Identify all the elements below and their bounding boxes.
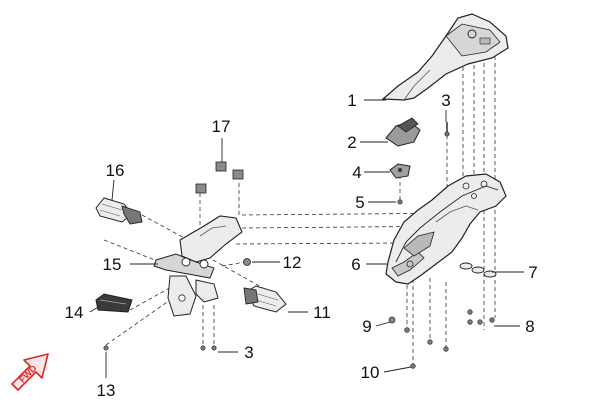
screw-parts-10: [410, 339, 449, 369]
callout-15: 15: [103, 255, 122, 274]
callout-numbers: 1 3 2 4 5 6 7 8 9 10 11 12 13 14 15 16 1…: [65, 91, 538, 400]
callout-3-bottom: 3: [244, 343, 253, 362]
callout-2: 2: [347, 133, 356, 152]
callout-14: 14: [65, 303, 84, 322]
fwd-arrow-icon: FWD: [11, 353, 49, 391]
indicator-part-11: [243, 285, 287, 313]
callout-9: 9: [362, 317, 371, 336]
small-bracket-part: [389, 163, 411, 179]
callout-16: 16: [106, 161, 125, 180]
nut-part-9: [388, 316, 410, 333]
callout-5: 5: [355, 193, 364, 212]
callout-4: 4: [352, 163, 361, 182]
rear-fender-part: [381, 13, 509, 101]
indicator-part-16: [95, 197, 143, 225]
callout-13: 13: [97, 381, 116, 400]
callout-6: 6: [351, 255, 360, 274]
leader-lines: [89, 99, 524, 378]
screw-parts-3-bottom: [200, 345, 217, 351]
rear-subframe-part: [385, 173, 507, 285]
washer-parts-7: [459, 262, 497, 278]
callout-3-top: 3: [441, 91, 450, 110]
screw-parts-8: [467, 309, 495, 325]
callout-7: 7: [528, 263, 537, 282]
callout-17: 17: [212, 117, 231, 136]
plate-light-part-14: [95, 293, 133, 313]
nut-part-12: [243, 258, 251, 266]
latch-part: [385, 117, 421, 147]
callout-10: 10: [361, 363, 380, 382]
screw-part-5: [397, 199, 403, 205]
screw-part-top: [444, 122, 450, 137]
callout-12: 12: [283, 253, 302, 272]
callout-11: 11: [313, 303, 331, 322]
licence-bracket-part: [153, 215, 243, 317]
callout-8: 8: [525, 317, 534, 336]
clip-parts-17: [195, 161, 244, 194]
callout-1: 1: [347, 91, 356, 110]
screw-part-13: [103, 345, 109, 351]
